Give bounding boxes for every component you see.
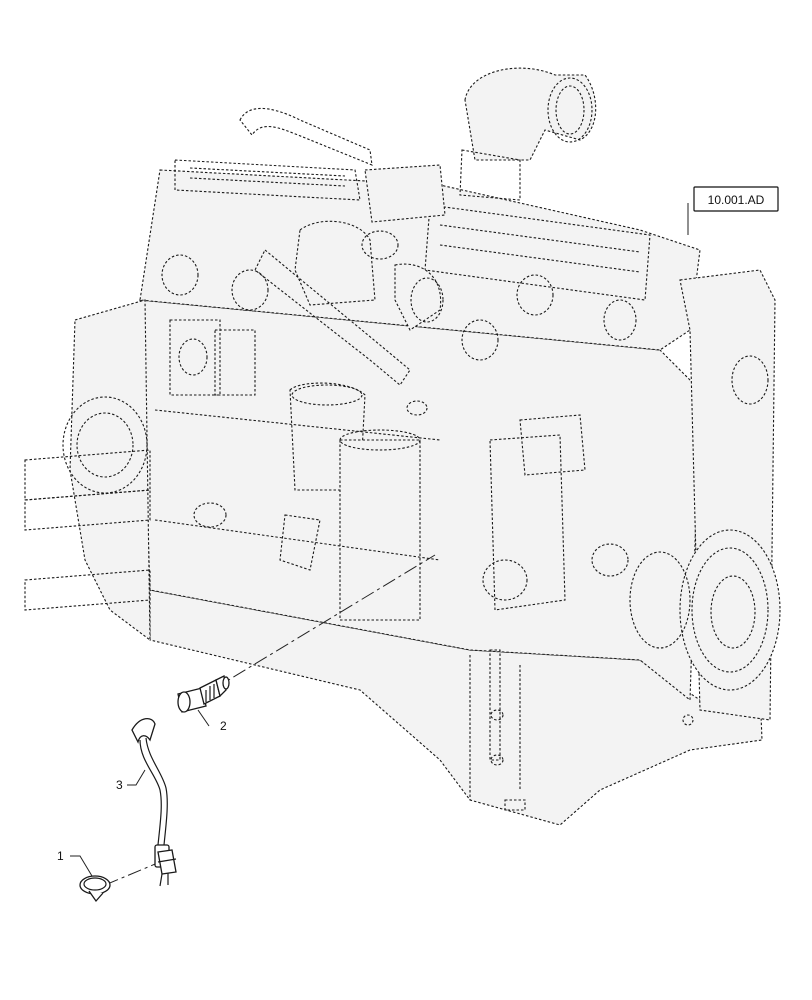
part-1-clamp bbox=[79, 875, 111, 903]
assembly-center-lines bbox=[104, 554, 436, 886]
leader-lines bbox=[70, 203, 689, 877]
part-2-sensor bbox=[177, 675, 230, 713]
reference-box[interactable]: 10.001.AD bbox=[693, 186, 779, 212]
callout-3: 3 bbox=[116, 778, 123, 792]
engine-illustration bbox=[24, 67, 781, 826]
callout-2: 2 bbox=[220, 719, 227, 733]
callout-1: 1 bbox=[57, 849, 64, 863]
part-3-harness bbox=[131, 718, 177, 887]
reference-box-label: 10.001.AD bbox=[708, 193, 765, 207]
